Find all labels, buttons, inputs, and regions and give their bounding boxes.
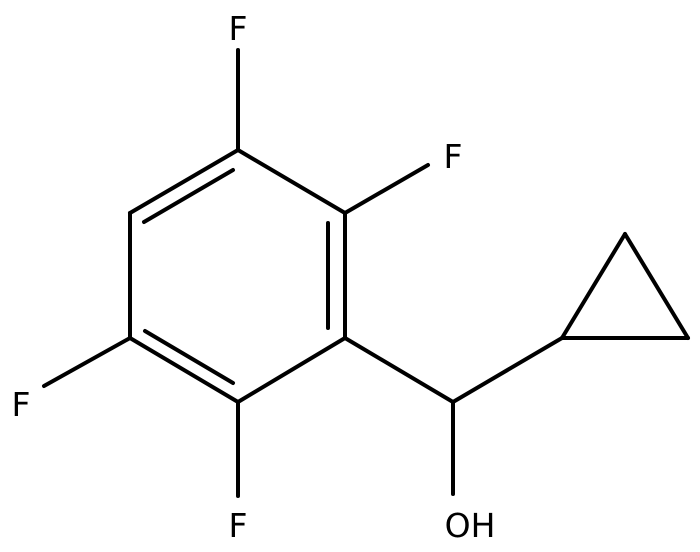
double-bond-inner-top [142, 168, 235, 224]
bond-c4-c5 [128, 336, 240, 404]
fluorine-label-upper-right: F [444, 137, 463, 176]
fluorine-label-left: F [12, 385, 31, 424]
bond-c2-f-upper-right [343, 163, 430, 215]
benzene-ring [128, 148, 347, 404]
bond-ch-cyclopropyl [451, 336, 564, 404]
fluorine-label-top: F [229, 9, 248, 48]
bond-cp-1 [560, 232, 627, 340]
double-bond-inner-bottom [143, 329, 235, 385]
bond-cp-2 [623, 232, 690, 340]
cyclopropyl-ring [560, 232, 690, 340]
bond-c5-f-left [42, 336, 132, 388]
bond-c1-c2 [236, 148, 347, 215]
substituent-bonds [42, 48, 564, 498]
fluorine-label-bottom: F [229, 506, 248, 545]
hydroxyl-label: OH [445, 506, 496, 545]
bond-c3-c4 [236, 336, 347, 404]
bond-c3-ch [343, 336, 455, 404]
bond-c6-c1 [128, 148, 240, 215]
